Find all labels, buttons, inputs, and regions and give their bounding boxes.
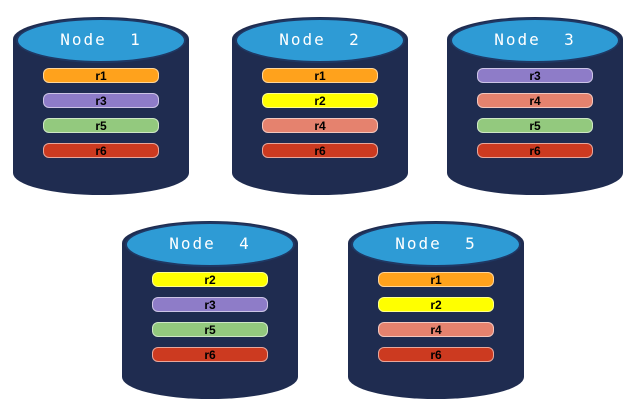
partition-bar: r6 [43,143,159,158]
partition-label: r1 [95,68,107,83]
cylinder-lid: Node 2 [235,18,405,63]
partition-label: r3 [204,297,216,312]
partition-label: r5 [204,322,216,337]
partition-bar: r1 [262,68,378,83]
cylinder-lid: Node 1 [16,18,186,63]
partition-label: r4 [314,118,326,133]
partition-bar: r5 [43,118,159,133]
node-title: Node 5 [395,234,477,253]
cylinder-lid: Node 3 [450,18,620,63]
partition-bar: r3 [43,93,159,108]
partition-list: r1 r2 r4 r6 [262,68,378,168]
partition-label: r2 [204,272,216,287]
partition-list: r2 r3 r5 r6 [152,272,268,372]
partition-label: r3 [529,68,541,83]
partition-bar: r2 [262,93,378,108]
partition-label: r6 [529,143,541,158]
partition-bar: r2 [378,297,494,312]
partition-label: r4 [529,93,541,108]
partition-label: r5 [529,118,541,133]
partition-bar: r4 [378,322,494,337]
partition-bar: r5 [152,322,268,337]
partition-label: r2 [314,93,326,108]
partition-bar: r1 [378,272,494,287]
partition-bar: r2 [152,272,268,287]
partition-bar: r6 [152,347,268,362]
partition-label: r2 [430,297,442,312]
node-title: Node 4 [169,234,251,253]
partition-bar: r6 [262,143,378,158]
node-2: Node 2 r1 r2 r4 r6 [232,17,408,195]
partition-label: r6 [430,347,442,362]
partition-bar: r3 [152,297,268,312]
partition-bar: r4 [477,93,593,108]
partition-bar: r6 [378,347,494,362]
partition-label: r5 [95,118,107,133]
partition-label: r6 [95,143,107,158]
partition-label: r1 [430,272,442,287]
node-4: Node 4 r2 r3 r5 r6 [122,221,298,399]
partition-bar: r5 [477,118,593,133]
partition-bar: r6 [477,143,593,158]
node-1: Node 1 r1 r3 r5 r6 [13,17,189,195]
node-5: Node 5 r1 r2 r4 r6 [348,221,524,399]
partition-label: r1 [314,68,326,83]
partition-label: r4 [430,322,442,337]
partition-bar: r1 [43,68,159,83]
partition-list: r1 r3 r5 r6 [43,68,159,168]
cylinder-lid: Node 4 [125,222,295,267]
partition-bar: r3 [477,68,593,83]
partition-label: r6 [204,347,216,362]
partition-label: r6 [314,143,326,158]
partition-list: r3 r4 r5 r6 [477,68,593,168]
node-title: Node 3 [494,30,576,49]
partition-label: r3 [95,93,107,108]
partition-list: r1 r2 r4 r6 [378,272,494,372]
node-title: Node 1 [60,30,142,49]
node-3: Node 3 r3 r4 r5 r6 [447,17,623,195]
cylinder-lid: Node 5 [351,222,521,267]
node-title: Node 2 [279,30,361,49]
partition-bar: r4 [262,118,378,133]
